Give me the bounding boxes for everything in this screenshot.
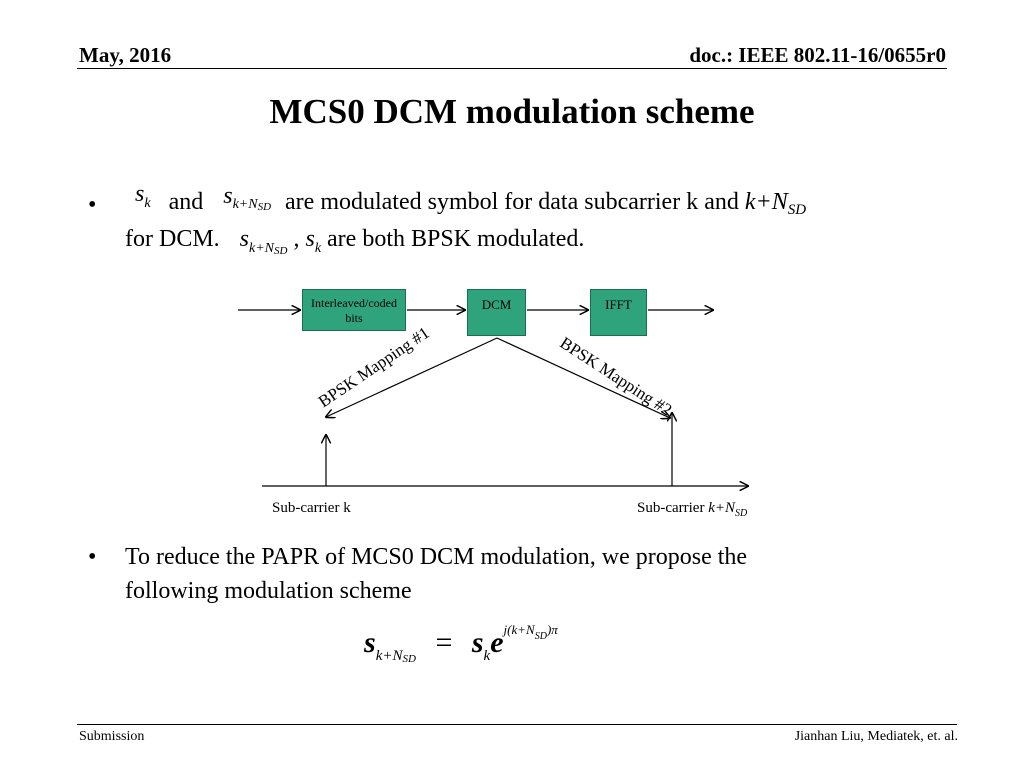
- symbol-s: s: [223, 183, 233, 209]
- expr-sub-sd: SD: [787, 202, 807, 218]
- interleaved-bits-box: Interleaved/coded bits: [302, 289, 406, 331]
- dcm-box: DCM: [467, 289, 526, 336]
- eq-exponent-tail: )π: [546, 622, 558, 637]
- eq-e: e: [490, 626, 504, 659]
- eq-exponent-sd: SD: [534, 631, 547, 642]
- for-dcm-text: for DCM.: [125, 226, 220, 252]
- footer-authors: Jianhan Liu, Mediatek, et. al.: [794, 729, 958, 744]
- eq-exponent: j(k+N: [503, 622, 535, 637]
- modulation-equation: sk+NSD = skej(k+NSD)π: [364, 622, 558, 665]
- subcarrier-kn-sub: SD: [735, 508, 748, 519]
- word-and: and: [168, 189, 204, 215]
- subcarrier-k-label: Sub-carrier k: [272, 500, 351, 516]
- bullet-marker-2: •: [88, 544, 97, 570]
- eq-equals: =: [435, 626, 453, 659]
- symbol-sub-knsd: k+N: [232, 197, 258, 212]
- slide-title: MCS0 DCM modulation scheme: [269, 92, 755, 131]
- symbol-s: s: [305, 226, 315, 252]
- dcm-label: DCM: [481, 297, 512, 312]
- bpsk-text: are both BPSK modulated.: [327, 226, 585, 252]
- eq-sub-knsd: k+N: [375, 648, 403, 664]
- symbol-s: s: [135, 181, 145, 207]
- symbol-s: s: [239, 226, 250, 252]
- footer-rule: [77, 724, 957, 725]
- expr-k-plus-n: k+N: [744, 189, 788, 215]
- footer-submission: Submission: [79, 729, 145, 744]
- interleaved-bits-label: Interleaved/coded bits: [311, 296, 397, 325]
- bullet-2-line-1: To reduce the PAPR of MCS0 DCM modulatio…: [125, 544, 748, 570]
- ifft-label: IFFT: [605, 297, 632, 312]
- header-rule: [77, 68, 947, 69]
- symbol-sub-k: k: [144, 196, 151, 211]
- bullet-1-line-2: for DCM. sk+NSD , sk are both BPSK modul…: [125, 222, 985, 260]
- eq-sub-k: k: [483, 648, 491, 664]
- bullet-1-text: are modulated symbol for data subcarrier…: [285, 189, 739, 215]
- comma: ,: [293, 226, 300, 252]
- subcarrier-kn-label: Sub-carrier k+NSD: [637, 500, 748, 519]
- symbol-sub-sd: SD: [274, 245, 288, 257]
- eq-sub-sd: SD: [402, 653, 416, 665]
- subcarrier-kn-prefix: Sub-carrier: [637, 500, 705, 516]
- eq-s-left: s: [364, 626, 376, 659]
- bullet-2-line-2: following modulation scheme: [125, 578, 412, 604]
- bullet-1-line-1: sk and sk+NSD are modulated symbol for d…: [135, 181, 995, 223]
- mapping-2-arrow: [496, 337, 670, 418]
- subcarrier-kn-expr: k+N: [708, 500, 736, 516]
- header-date: May, 2016: [79, 43, 172, 67]
- mapping-1-arrow: [326, 337, 498, 417]
- symbol-sub-sd: SD: [257, 201, 272, 213]
- symbol-sub-k: k: [314, 241, 322, 256]
- symbol-sub-knsd: k+N: [249, 241, 275, 256]
- header-doc-id: doc.: IEEE 802.11-16/0655r0: [689, 43, 946, 67]
- bullet-marker-1: •: [88, 192, 97, 218]
- ifft-box: IFFT: [590, 289, 647, 336]
- eq-s-right: s: [471, 626, 484, 659]
